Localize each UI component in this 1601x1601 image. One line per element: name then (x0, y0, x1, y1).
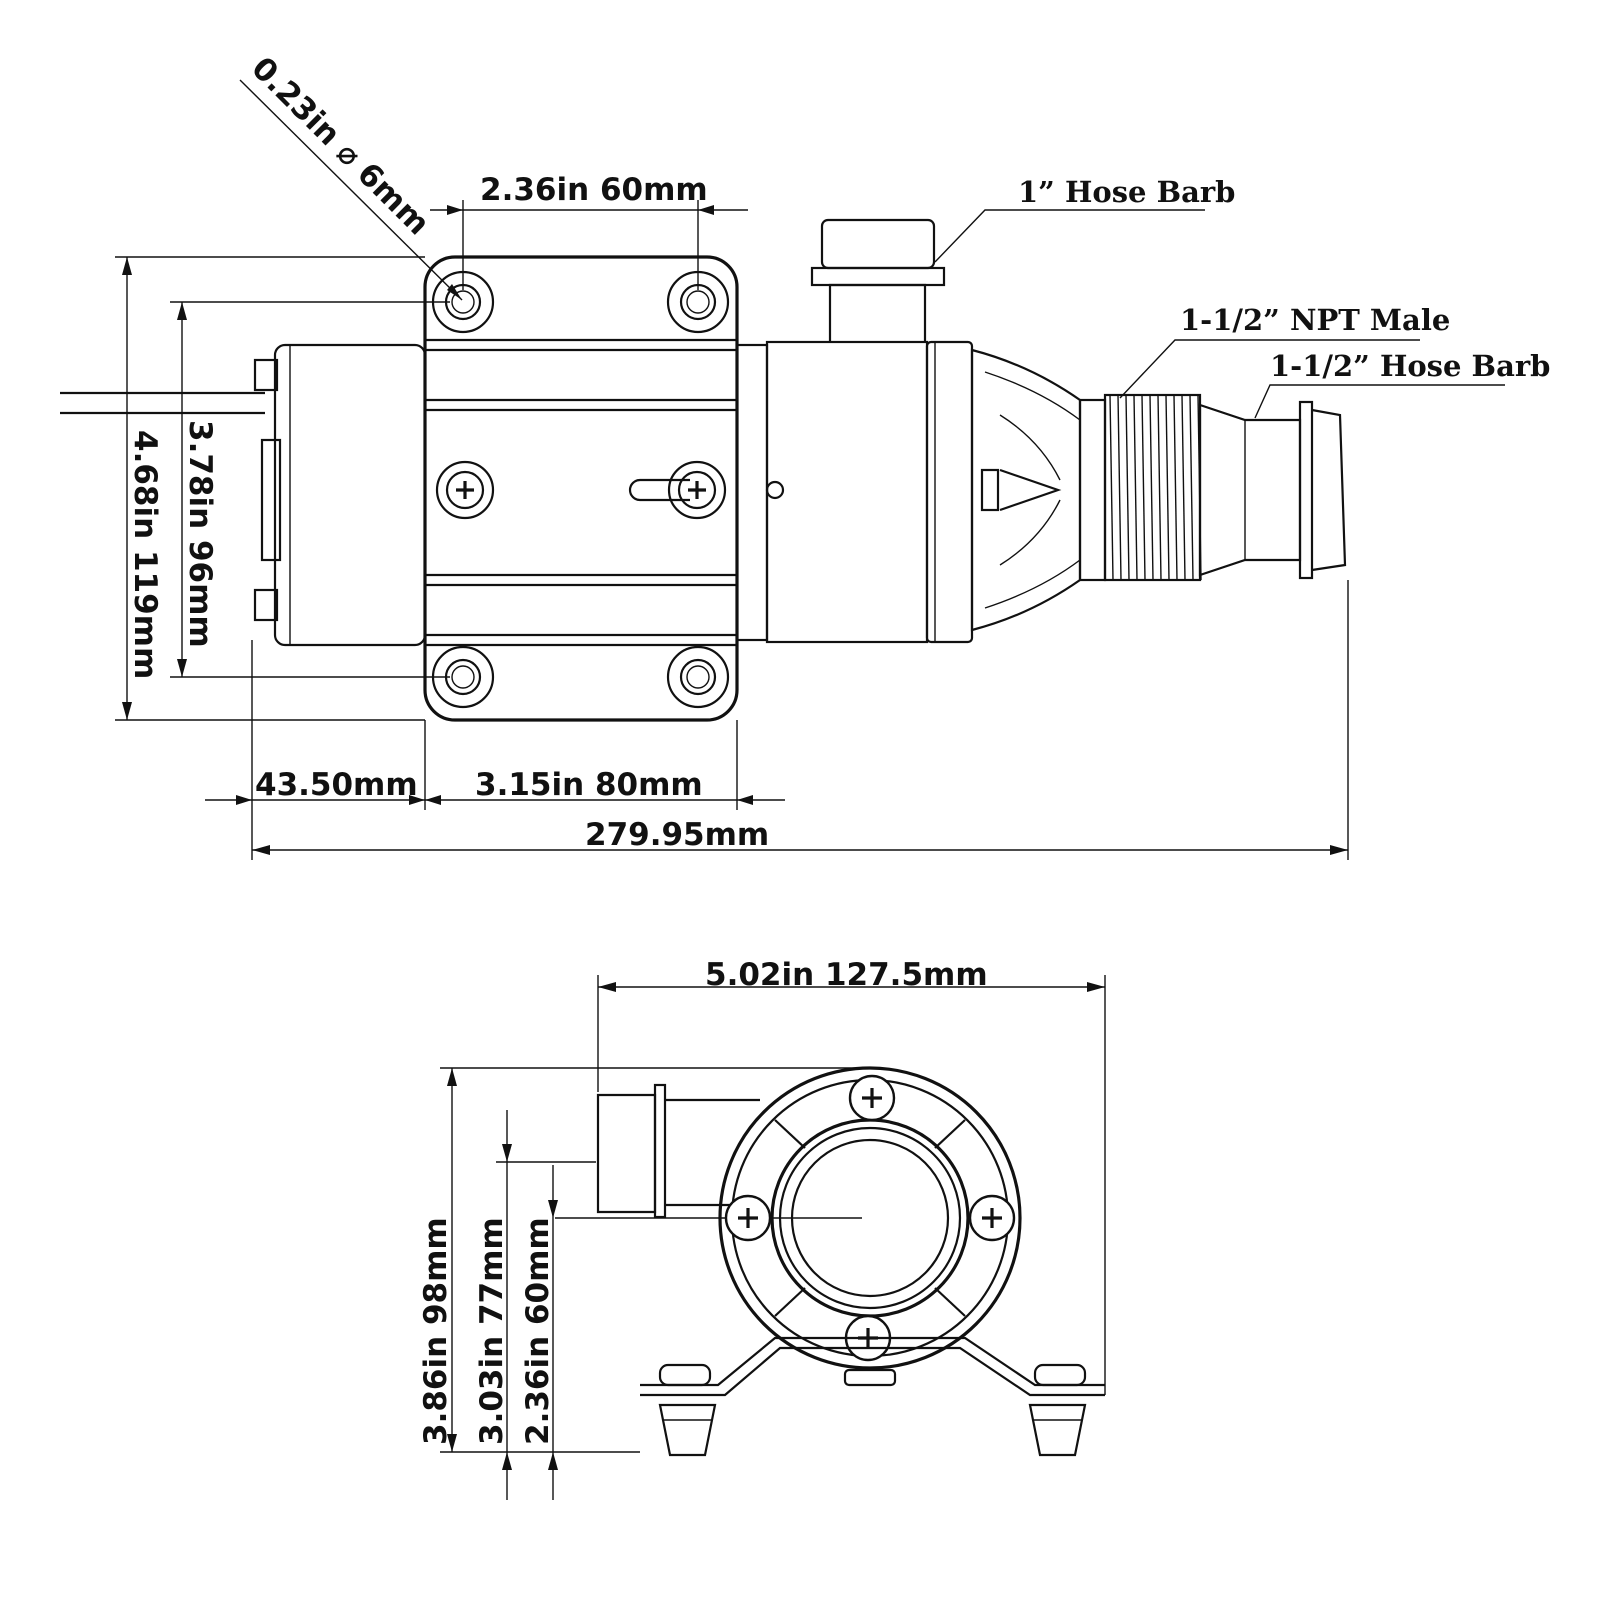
thread-ridge (1133, 394, 1138, 581)
label-hose-barb-1-5in: 1-1/2” Hose Barb (1270, 349, 1550, 383)
end-screw-right (968, 1194, 1016, 1242)
label-overall-height: 4.68in 119mm (127, 430, 163, 679)
dim-overall-height (115, 256, 425, 721)
label-inlet-height: 2.36in 60mm (520, 1217, 556, 1445)
dim-inlet-height (548, 1165, 558, 1500)
label-hole-diameter: 0.23in ⌀ 6mm (244, 50, 436, 242)
end-screw-top (848, 1074, 896, 1122)
pump-volute (970, 348, 1082, 632)
dim-end-height (440, 1067, 870, 1453)
end-view-hose-barb (596, 1083, 760, 1219)
foot-left (658, 1363, 717, 1457)
callout-hose-barb-1in (934, 209, 1205, 263)
dim-offset-left (205, 795, 425, 805)
label-end-height: 3.86in 98mm (418, 1217, 454, 1445)
dim-end-width (597, 975, 1106, 1395)
label-hole-spacing-vertical: 3.78in 96mm (182, 420, 218, 648)
dim-overall-length (252, 845, 1348, 855)
thread-ridge (1125, 394, 1130, 581)
screw-right (667, 460, 727, 520)
end-screw-left (724, 1194, 772, 1242)
thread-ridge (1141, 394, 1146, 581)
label-hole-spacing-bottom: 3.15in 80mm (475, 767, 703, 803)
end-view-housing (555, 1066, 1022, 1370)
hose-barb-1in (810, 218, 946, 342)
label-hose-barb-1in: 1” Hose Barb (1018, 175, 1235, 209)
foot-right (1028, 1363, 1087, 1457)
label-npt-male: 1-1/2” NPT Male (1180, 303, 1450, 337)
label-overall-length: 279.95mm (585, 817, 769, 853)
thread-ridge (1157, 394, 1162, 581)
power-wires (60, 391, 265, 415)
thread-ridge (1173, 394, 1178, 581)
dim-hole-spacing-bottom (425, 795, 785, 805)
label-hole-spacing-top: 2.36in 60mm (480, 172, 708, 208)
label-end-width: 5.02in 127.5mm (705, 957, 988, 993)
pump-housing (735, 340, 974, 644)
thread-ridge (1109, 394, 1114, 581)
thread-ridge (1181, 394, 1186, 581)
mounting-bracket-top (423, 255, 739, 722)
label-offset-left: 43.50mm (255, 767, 418, 803)
screw-left (435, 460, 495, 520)
dim-hole-diameter (239, 79, 463, 301)
dim-hole-spacing-top (430, 200, 748, 290)
callout-hose-barb-1-5in (1254, 384, 1505, 419)
dim-outlet-height (496, 1110, 596, 1500)
dim-hole-spacing-vertical (170, 301, 450, 678)
end-view: 5.02in 127.5mm 3.86in 98mm 3.03in 77mm 2… (418, 957, 1106, 1500)
motor-body (253, 343, 427, 647)
dim-bottom-extensions (251, 580, 1349, 860)
top-view: 0.23in ⌀ 6mm 2.36in 60mm 4.68in 119mm 3.… (60, 50, 1550, 860)
thread-ridge (1165, 394, 1170, 581)
thread-ridge (1117, 394, 1122, 581)
label-outlet-height: 3.03in 77mm (474, 1217, 510, 1445)
callout-npt-male (1119, 339, 1420, 399)
mounting-hole-br (666, 645, 730, 709)
npt-male-thread (1078, 393, 1202, 582)
thread-ridge (1149, 394, 1154, 581)
hose-barb-1-5in (1198, 400, 1347, 580)
thread-ridge (1189, 394, 1194, 581)
